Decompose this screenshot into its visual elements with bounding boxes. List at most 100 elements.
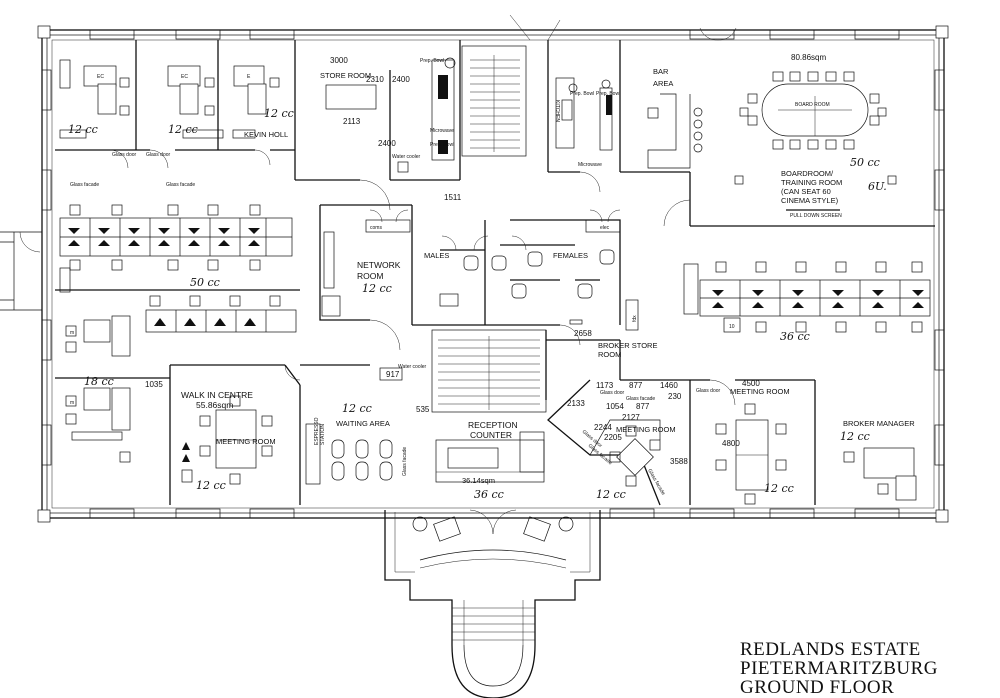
dim-4800: 4800 bbox=[722, 439, 740, 448]
label-elec: elec bbox=[600, 225, 610, 231]
left-desks bbox=[65, 315, 131, 463]
dim-2133: 2133 bbox=[567, 399, 585, 408]
label-glass-door-3: Glass door bbox=[600, 390, 625, 396]
stairs-middle bbox=[438, 336, 540, 410]
dimension-labels: 3000 2310 2400 2113 2400 1511 80.86sqm 2… bbox=[145, 53, 826, 466]
dim-2400-b: 2400 bbox=[378, 139, 396, 148]
note-12cc-b: 12 cc bbox=[168, 123, 198, 136]
note-18cc: 18 cc bbox=[84, 375, 114, 388]
note-12cc-a: 12 cc bbox=[68, 123, 98, 136]
dim-2244: 2244 bbox=[594, 423, 612, 432]
label-waiting-area: WAITING AREA bbox=[336, 419, 390, 428]
handwritten-notes: 12 cc 12 cc 12 cc 50 cc 6U. 50 cc 12 cc … bbox=[68, 107, 887, 501]
dim-2127: 2127 bbox=[622, 413, 640, 422]
label-reception-area: 36.14sqm bbox=[462, 476, 495, 485]
dim-2310: 2310 bbox=[366, 75, 384, 84]
label-counter: COUNTER bbox=[470, 430, 512, 440]
label-microwave-2: Microwave bbox=[578, 162, 602, 168]
label-m-2: m bbox=[70, 400, 74, 406]
label-water-cooler-2: Water cooler bbox=[398, 364, 426, 370]
label-glass-facade-4: Glass facade bbox=[402, 447, 408, 476]
furniture-store-kitchen bbox=[325, 57, 703, 173]
dim-80sqm: 80.86sqm bbox=[791, 53, 826, 62]
label-walk-in-area: 55.86sqm bbox=[196, 400, 233, 410]
label-boardroom-1: BOARDROOM/ bbox=[781, 169, 834, 178]
door-swings bbox=[19, 14, 737, 406]
label-e: E bbox=[247, 74, 251, 80]
label-m-1: m bbox=[70, 330, 74, 336]
dim-2658: 2658 bbox=[574, 329, 592, 338]
label-broker-store-2: ROOM bbox=[598, 350, 621, 359]
walk-in-meeting bbox=[181, 395, 273, 485]
reception-counter bbox=[435, 431, 545, 483]
label-board-room: BOARD ROOM bbox=[795, 102, 830, 108]
label-glass-facade-1: Glass facade bbox=[70, 182, 99, 188]
label-pull-down-screen: PULL DOWN SCREEN bbox=[790, 213, 842, 219]
label-ec-2: EC bbox=[181, 74, 188, 80]
note-12cc-walk: 12 cc bbox=[196, 479, 226, 492]
label-prep-bowl-4: Prep. Bowl bbox=[596, 91, 620, 97]
furniture-top-offices bbox=[59, 59, 280, 139]
dim-2400-a: 2400 bbox=[392, 75, 410, 84]
room-labels: STORE ROOM KITCHEN BAR AREA BOARD ROOM B… bbox=[181, 58, 915, 485]
board-room-table bbox=[734, 71, 897, 211]
note-12cc-c: 12 cc bbox=[264, 107, 294, 120]
label-prep-bowl-3: Prep. Bowl bbox=[570, 91, 594, 97]
label-meeting-room-walk: MEETING ROOM bbox=[216, 437, 276, 446]
note-36cc-right: 36 cc bbox=[780, 330, 810, 343]
title-line-2: PIETERMARITZBURG bbox=[740, 658, 938, 679]
dim-1054: 1054 bbox=[606, 402, 624, 411]
label-prep-bowl: Prep. Bowl bbox=[420, 58, 444, 64]
label-ec-1: EC bbox=[97, 74, 104, 80]
label-station: STATION bbox=[320, 424, 326, 445]
dim-1511: 1511 bbox=[444, 193, 462, 202]
label-fdx: fdx bbox=[632, 315, 638, 322]
dim-917: 917 bbox=[386, 370, 400, 379]
label-ten: 10 bbox=[729, 324, 735, 330]
label-bar: BAR bbox=[653, 67, 669, 76]
label-meeting-room-mid: MEETING ROOM bbox=[616, 425, 676, 434]
front-porch bbox=[384, 509, 601, 698]
label-boardroom-2: TRAINING ROOM bbox=[781, 178, 842, 187]
label-bar-area: AREA bbox=[653, 79, 673, 88]
label-females: FEMALES bbox=[553, 251, 588, 260]
broker-manager-desk bbox=[843, 447, 917, 501]
dim-1173: 1173 bbox=[596, 381, 614, 390]
label-boardroom-3: (CAN SEAT 60 bbox=[781, 187, 831, 196]
label-boardroom-4: CINEMA STYLE) bbox=[781, 196, 839, 205]
dim-877-a: 877 bbox=[629, 381, 643, 390]
label-glass-facade-6: Glass facade bbox=[646, 468, 666, 496]
label-meeting-room-right: MEETING ROOM bbox=[730, 387, 790, 396]
dim-2205: 2205 bbox=[604, 433, 622, 442]
outer-walls bbox=[0, 25, 949, 523]
label-network-room-1: NETWORK bbox=[357, 260, 401, 270]
label-broker-store-1: BROKER STORE bbox=[598, 341, 657, 350]
note-50cc-top: 50 cc bbox=[850, 156, 880, 169]
dim-535: 535 bbox=[416, 405, 430, 414]
dim-4500: 4500 bbox=[742, 379, 760, 388]
dim-2113: 2113 bbox=[343, 117, 361, 126]
title-line-1: REDLANDS ESTATE bbox=[740, 639, 921, 660]
label-prep-bowl-2: Prep. Bowl bbox=[430, 142, 454, 148]
label-kitchen: KITCHEN bbox=[554, 100, 560, 122]
note-12cc-network: 12 cc bbox=[362, 282, 392, 295]
label-kevin-holl: KEVIN HOLL bbox=[244, 130, 288, 139]
label-glass-door-2: Glass door bbox=[146, 152, 171, 158]
workstations-right bbox=[683, 261, 931, 333]
note-50cc-left: 50 cc bbox=[190, 276, 220, 289]
label-males: MALES bbox=[424, 251, 449, 260]
label-glass-facade-2: Glass facade bbox=[166, 182, 195, 188]
note-6u: 6U. bbox=[868, 180, 887, 193]
dim-230: 230 bbox=[668, 392, 682, 401]
title-line-3: GROUND FLOOR bbox=[740, 677, 894, 698]
note-12cc-meet-mid: 12 cc bbox=[596, 488, 626, 501]
dim-3000: 3000 bbox=[330, 56, 348, 65]
label-broker-manager: BROKER MANAGER bbox=[843, 419, 915, 428]
dim-3588: 3588 bbox=[670, 457, 688, 466]
label-glass-door-1: Glass door bbox=[112, 152, 137, 158]
workstations-left bbox=[59, 204, 297, 333]
mid-meeting bbox=[589, 419, 661, 487]
label-store-room: STORE ROOM bbox=[320, 71, 371, 80]
dim-1035: 1035 bbox=[145, 380, 163, 389]
